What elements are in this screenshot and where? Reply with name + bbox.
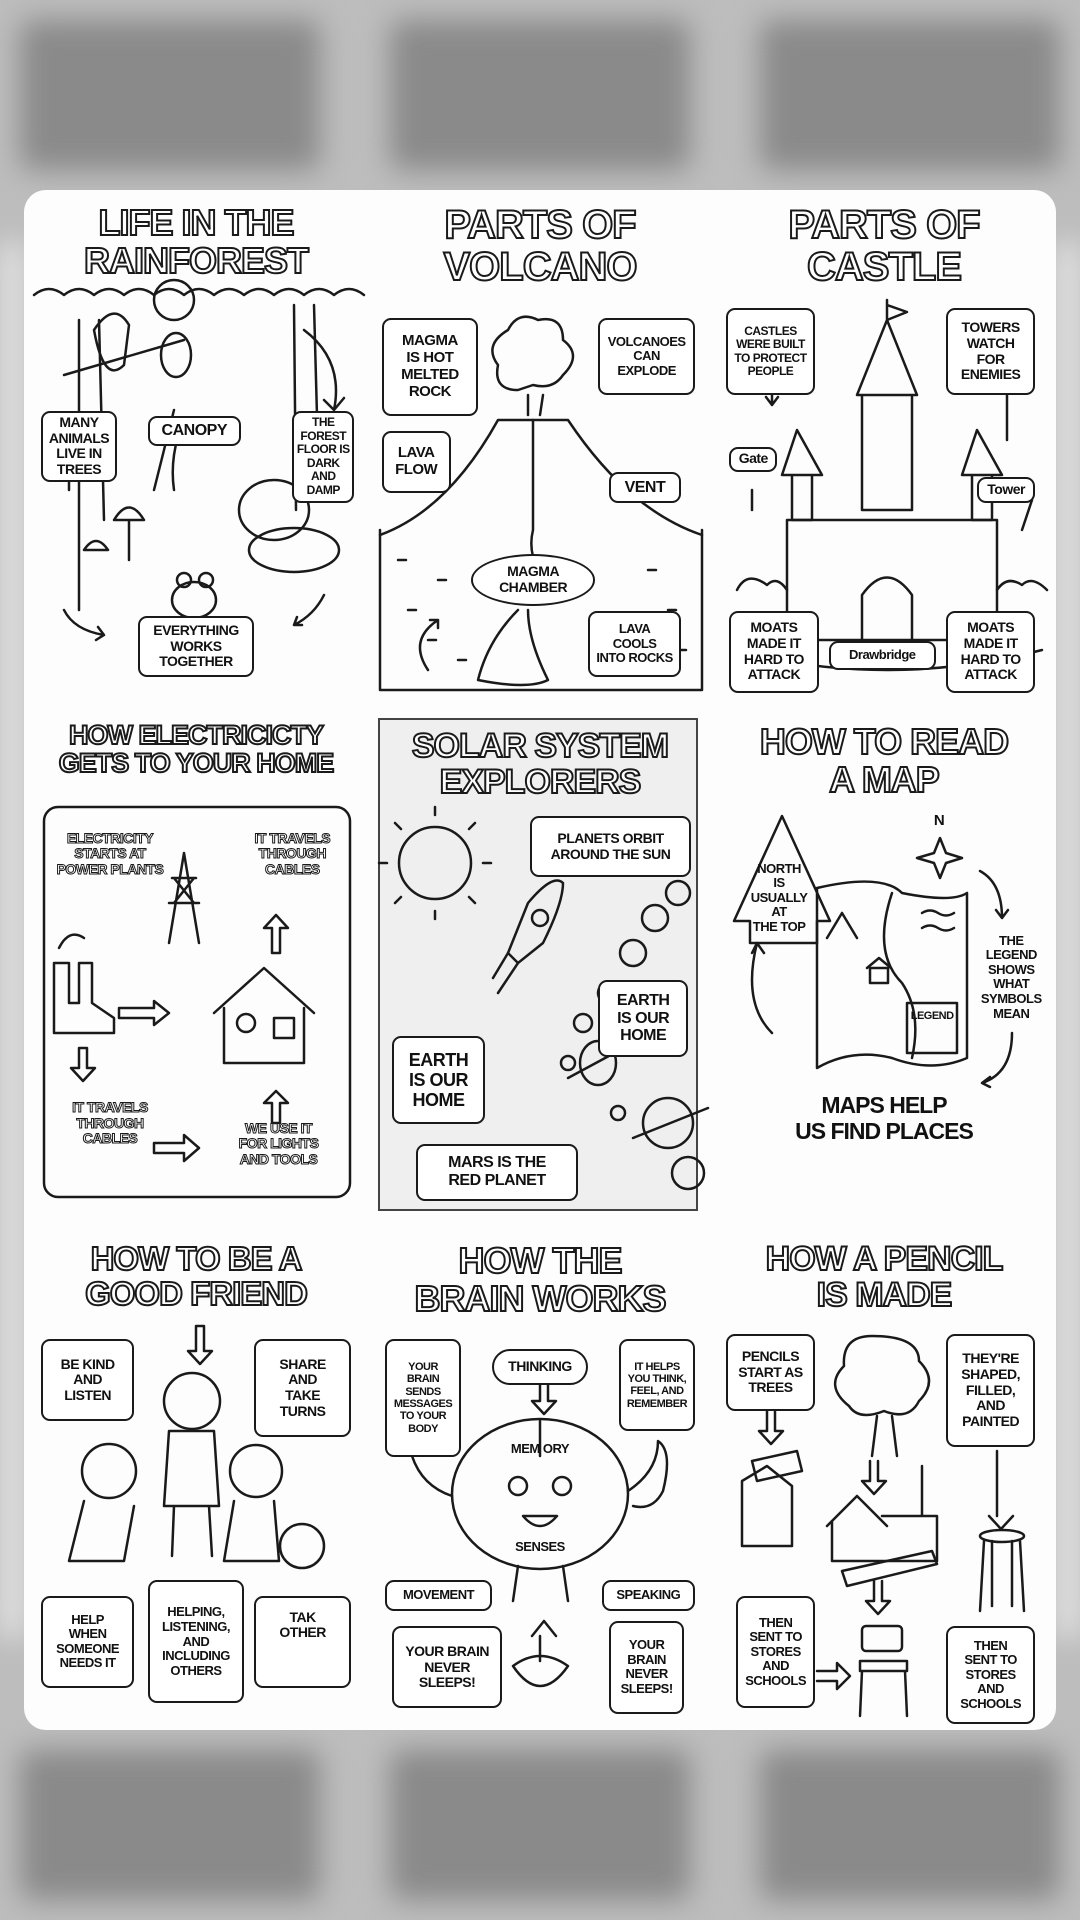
label-tower: Tower [976, 477, 1036, 503]
panel-brain: HOW THE BRAIN WORKS YOUR BRAIN SENDS MES… [368, 1216, 712, 1729]
panel-electricity: HOW ELECTRICICTY GETS TO YOUR HOME ELECT… [24, 703, 368, 1216]
label-forest-floor: THE FOREST FLOOR IS DARK AND DAMP [292, 410, 355, 503]
label-tak-other: TAK OTHER [254, 1595, 351, 1688]
label-towers-watch: TOWERS WATCH FOR ENEMIES [945, 307, 1036, 396]
label-magma-hot: MAGMA IS HOT MELTED ROCK [381, 318, 479, 416]
label-never-sleeps-right: YOUR BRAIN NEVER SLEEPS! [608, 1621, 685, 1714]
label-lava-cools: LAVA COOLS INTO ROCKS [588, 610, 682, 678]
label-shaped-filled: THEY'RE SHAPED, FILLED, AND PAINTED [945, 1333, 1036, 1447]
panel-title: HOW TO READ A MAP [759, 721, 1010, 800]
label-sent-stores-right: THEN SENT TO STORES AND SCHOOLS [945, 1626, 1036, 1724]
panel-title: SOLAR SYSTEM EXPLORERS [411, 727, 670, 801]
electricity-illustration [42, 805, 352, 1199]
label-gate: Gate [729, 446, 778, 473]
label-be-kind: BE KIND AND LISTEN [41, 1339, 135, 1422]
panel-good-friend: HOW TO BE A GOOD FRIEND BE KIND AND LIST… [24, 1216, 368, 1729]
label-senses: SENSES [515, 1538, 565, 1554]
label-help-when: HELP WHEN SOMEONE NEEDS IT [41, 1595, 135, 1688]
panel-rainforest: LIFE IN THE RAINFOREST MANY ANIMALS LIVE… [24, 190, 368, 703]
label-travels-cables-top: IT TRAVELS THROUGH CABLES [254, 829, 331, 878]
panel-title: HOW A PENCIL IS MADE [765, 1240, 1005, 1314]
panel-title: PARTS OF CASTLE [787, 203, 981, 289]
label-pencils-start: PENCILS START AS TREES [725, 1333, 816, 1411]
label-north-top: NORTH IS USUALLY AT THE TOP [750, 860, 808, 934]
label-moats-left: MOATS MADE IT HARD TO ATTACK [729, 610, 819, 693]
castle-illustration [730, 298, 1049, 672]
label-earth-home-right: EARTH IS OUR HOME [598, 980, 688, 1057]
coloring-pages-collage: LIFE IN THE RAINFOREST MANY ANIMALS LIVE… [24, 190, 1056, 1730]
label-many-animals: MANY ANIMALS LIVE IN TREES [41, 410, 117, 483]
panel-castle: PARTS OF CASTLE CASTLES WERE BUILT TO PR… [712, 190, 1056, 703]
volcano-illustration [378, 315, 704, 692]
label-castles-protect: CASTLES WERE BUILT TO PROTECT PEOPLE [725, 307, 816, 396]
label-lava-flow: LAVA FLOW [381, 431, 451, 493]
label-never-sleeps-left: YOUR BRAIN NEVER SLEEPS! [392, 1626, 503, 1709]
label-mars-red: MARS IS THE RED PLANET [416, 1144, 578, 1201]
panel-title: HOW TO BE A GOOD FRIEND [84, 1240, 309, 1312]
pencil-illustration [740, 1334, 1026, 1718]
label-vent: VENT [608, 472, 682, 503]
panel-title: LIFE IN THE RAINFOREST [83, 202, 310, 281]
label-memory: MEM ORY [510, 1441, 570, 1457]
label-brain-sends: YOUR BRAIN SENDS MESSAGES TO YOUR BODY [385, 1339, 461, 1458]
label-travels-cables-bottom: IT TRAVELS THROUGH CABLES [72, 1099, 149, 1147]
map-illustration [732, 814, 1014, 1089]
panel-pencil: HOW A PENCIL IS MADE PENCILS START AS TR… [712, 1216, 1056, 1729]
label-speaking: SPEAKING [601, 1580, 695, 1611]
panel-title: HOW ELECTRICICTY GETS TO YOUR HOME [58, 720, 336, 779]
compass-north-label: N [933, 811, 945, 829]
label-it-helps: IT HELPS YOU THINK, FEEL, AND REMEMBER [619, 1339, 695, 1432]
label-movement: MOVEMENT [385, 1580, 492, 1611]
panel-map: HOW TO READ A MAP N NORTH IS USUALLY AT … [712, 703, 1056, 1216]
label-maps-help: MAPS HELP US FIND PLACES [795, 1091, 974, 1144]
friends-illustration [67, 1324, 326, 1570]
label-thinking: THINKING [491, 1349, 589, 1386]
label-everything-works: EVERYTHING WORKS TOGETHER [137, 615, 255, 678]
panel-title: HOW THE BRAIN WORKS [414, 1240, 668, 1319]
label-earth-home-left: EARTH IS OUR HOME [392, 1036, 485, 1124]
label-share-turns: SHARE AND TAKE TURNS [254, 1339, 351, 1437]
panel-solar-system: SOLAR SYSTEM EXPLORERS PLANETS ORBIT ARO… [368, 703, 712, 1216]
brain-illustration [410, 1374, 669, 1688]
label-canopy: CANOPY [147, 415, 241, 447]
label-moats-right: MOATS MADE IT HARD TO ATTACK [945, 610, 1036, 693]
label-helping-listening: HELPING, LISTENING, AND INCLUDING OTHERS [147, 1580, 245, 1704]
panel-volcano: PARTS OF VOLCANO MAGMA IS HOT MELTED ROC… [368, 190, 712, 703]
label-legend: LEGEND [910, 1009, 954, 1022]
label-drawbridge: Drawbridge [828, 641, 936, 670]
label-volcanoes-explode: VOLCANOES CAN EXPLODE [598, 318, 695, 396]
label-magma-chamber: MAGMA CHAMBER [471, 554, 596, 606]
label-electricity-starts: ELECTRICITY STARTS AT POWER PLANTS [56, 829, 164, 878]
label-we-use-it: WE USE IT FOR LIGHTS AND TOOLS [238, 1119, 319, 1167]
label-legend-shows: THE LEGEND SHOWS WHAT SYMBOLS MEAN [980, 932, 1042, 1021]
panel-title: PARTS OF VOLCANO [443, 203, 639, 289]
label-planets-orbit: PLANETS ORBIT AROUND THE SUN [529, 815, 692, 878]
label-sent-stores-left: THEN SENT TO STORES AND SCHOOLS [736, 1595, 816, 1709]
